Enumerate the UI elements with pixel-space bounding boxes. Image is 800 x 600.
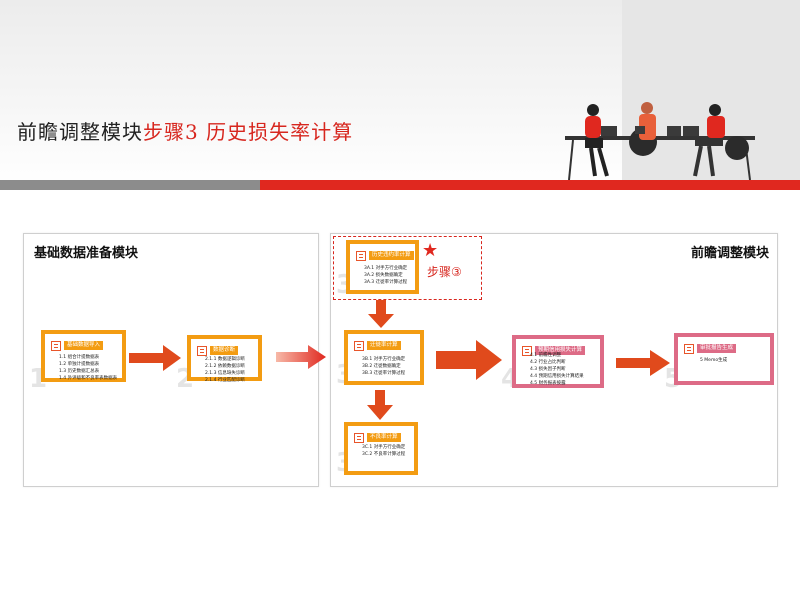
step-3c-title: 不良率计算: [367, 433, 401, 442]
list-item: 3A.2 损失数据确定: [364, 273, 403, 278]
forward-looking-panel-title: 前瞻调整模块: [690, 246, 769, 261]
arrow-down-icon: [367, 390, 393, 420]
step-2-title: 数据诊断: [210, 346, 239, 355]
page-title: 前瞻调整模块步骤3 历史损失率计算: [17, 116, 353, 145]
step-icon: [197, 345, 207, 356]
list-item: 3B.2 迁徙数据确定: [362, 364, 401, 369]
arrow-right-icon: [276, 345, 326, 369]
step-3-label: 步骤③: [427, 265, 462, 279]
list-item: 4.4 预期信用损失计算结果: [530, 374, 584, 379]
list-item: 2.1.2 依赖数据诊断: [205, 364, 245, 369]
step-3b-title: 迁徙率计算: [367, 341, 401, 350]
arrow-right-icon: [129, 345, 181, 371]
step-4-title: 预期信用损失计算: [535, 346, 586, 355]
arrow-right-icon: [616, 350, 670, 376]
step-3a-head: 历史违约率计算: [356, 250, 414, 261]
arrow-down-icon: [368, 300, 394, 328]
list-item: 3A.3 迁徙率计算过程: [364, 280, 408, 285]
step-4-head: 预期信用损失计算: [522, 345, 586, 356]
list-item: 5 Memo生成: [700, 358, 728, 363]
list-item: 4.1 前瞻性调整: [530, 353, 562, 358]
step-icon: [51, 340, 61, 351]
step-3c-card[interactable]: 不良率计算 3C.1 对手方行业确定 3C.2 不良率计算过程: [344, 422, 418, 475]
header-background: [0, 0, 800, 186]
list-item: 1.1 组合计提数据表: [59, 355, 100, 360]
step-1-items: 1.1 组合计提数据表 1.2 单独计提数据表 1.3 历史数据汇总表 1.4 …: [59, 354, 117, 382]
list-item: 4.2 行业占比判断: [530, 360, 566, 365]
list-item: 2.1.1 数据逻辑诊断: [205, 357, 245, 362]
step-3-highlight-box: [333, 236, 482, 300]
step-icon: [356, 250, 366, 261]
basic-data-panel-title: 基础数据准备模块: [34, 246, 139, 261]
meeting-illustration: [565, 102, 755, 181]
step-2-head: 数据诊断: [197, 345, 239, 356]
header-band-red: [260, 180, 800, 190]
list-item: 1.4 外评级和不良率表数据表: [59, 376, 118, 381]
list-item: 1.2 单独计提数据表: [59, 362, 100, 367]
step-5-card[interactable]: 审批报告生成 5 Memo生成: [674, 333, 774, 385]
step-3b-items: 3B.1 对手方行业确定 3B.2 迁徙数据确定 3B.3 迁徙率计算过程: [362, 356, 405, 377]
step-3b-card[interactable]: 迁徙率计算 3B.1 对手方行业确定 3B.2 迁徙数据确定 3B.3 迁徙率计…: [344, 330, 424, 385]
step-3c-head: 不良率计算: [354, 432, 401, 443]
step-3a-card[interactable]: 历史违约率计算 3A.1 对手方行业确定 3A.2 损失数据确定 3A.3 迁徙…: [346, 240, 419, 294]
title-rest: 历史损失率计算: [206, 120, 354, 144]
header-band-gray: [0, 180, 260, 190]
list-item: 3B.1 对手方行业确定: [362, 357, 406, 362]
step-5-title: 审批报告生成: [697, 344, 737, 353]
step-icon: [522, 345, 532, 356]
step-1-head: 基础数据导入: [51, 340, 104, 351]
list-item: 2.1.3 信息缺失诊断: [205, 371, 245, 376]
step-icon: [354, 432, 364, 443]
arrow-right-icon: [436, 340, 502, 380]
step-3a-items: 3A.1 对手方行业确定 3A.2 损失数据确定 3A.3 迁徙率计算过程: [364, 265, 407, 286]
list-item: 3C.1 对手方行业确定: [362, 445, 406, 450]
step-1-title: 基础数据导入: [64, 341, 104, 350]
list-item: 3C.2 不良率计算过程: [362, 452, 406, 457]
list-item: 3A.1 对手方行业确定: [364, 266, 408, 271]
list-item: 4.5 财务报表披露: [530, 381, 566, 386]
step-1-card[interactable]: 基础数据导入 1.1 组合计提数据表 1.2 单独计提数据表 1.3 历史数据汇…: [41, 330, 126, 382]
step-2-items: 2.1.1 数据逻辑诊断 2.1.2 依赖数据诊断 2.1.3 信息缺失诊断 2…: [205, 356, 245, 384]
step-3c-items: 3C.1 对手方行业确定 3C.2 不良率计算过程: [362, 444, 405, 458]
list-item: 3B.3 迁徙率计算过程: [362, 371, 406, 376]
step-icon: [684, 343, 694, 354]
step-3a-title: 历史违约率计算: [369, 251, 414, 260]
step-3b-head: 迁徙率计算: [354, 340, 401, 351]
step-4-items: 4.1 前瞻性调整 4.2 行业占比判断 4.3 损失因子判断 4.4 预期信用…: [530, 352, 584, 387]
step-2-card[interactable]: 数据诊断 2.1.1 数据逻辑诊断 2.1.2 依赖数据诊断 2.1.3 信息缺…: [187, 335, 262, 384]
step-4-card[interactable]: 预期信用损失计算 4.1 前瞻性调整 4.2 行业占比判断 4.3 损失因子判断…: [512, 335, 604, 388]
list-item: 4.3 损失因子判断: [530, 367, 566, 372]
step-5-items: 5 Memo生成: [700, 357, 727, 364]
title-accent: 步骤3: [143, 120, 199, 144]
star-icon: ★: [422, 240, 439, 261]
list-item: 2.1.4 行业匹配诊断: [205, 378, 245, 383]
step-icon: [354, 340, 364, 351]
list-item: 1.3 历史数据汇总表: [59, 369, 100, 374]
title-main: 前瞻调整模块: [17, 120, 143, 144]
step-5-head: 审批报告生成: [684, 343, 737, 354]
